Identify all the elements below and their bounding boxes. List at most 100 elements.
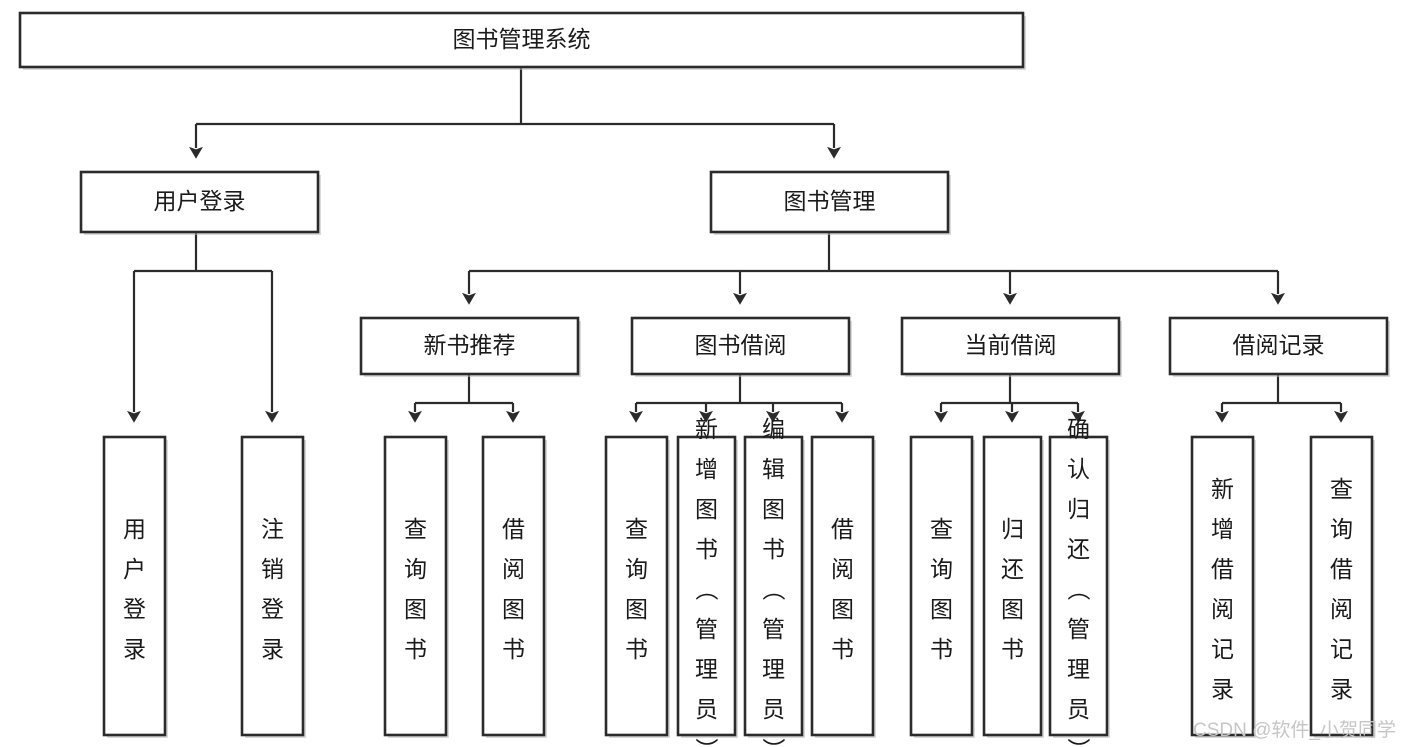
- svg-text:认: 认: [1067, 456, 1090, 482]
- node-book-borrow-box[interactable]: [630, 316, 851, 376]
- svg-text:图: 图: [930, 596, 953, 622]
- node-leaf-query-book-1-box[interactable]: [383, 435, 448, 737]
- svg-text:借: 借: [831, 516, 854, 542]
- svg-text:图: 图: [762, 496, 785, 522]
- node-layer: 图书管理系统用户登录图书管理新书推荐图书借阅当前借阅借阅记录用户登录注销登录查询…: [18, 11, 1390, 747]
- svg-text:（: （: [761, 578, 787, 601]
- node-book-management[interactable]: 图书管理: [709, 170, 951, 235]
- svg-text:书: 书: [695, 536, 718, 562]
- svg-text:还: 还: [1001, 556, 1024, 582]
- node-leaf-logout-box[interactable]: [240, 435, 305, 737]
- svg-text:查: 查: [404, 516, 427, 542]
- svg-text:图: 图: [404, 596, 427, 622]
- svg-text:图: 图: [502, 596, 525, 622]
- node-new-book-recommend-box[interactable]: [359, 316, 580, 376]
- node-book-borrow[interactable]: 图书借阅: [630, 316, 852, 377]
- node-user-login[interactable]: 用户登录: [79, 170, 321, 235]
- csdn-watermark: CSDN @软件_小贺同学: [1193, 719, 1396, 741]
- svg-text:阅: 阅: [502, 556, 525, 582]
- node-leaf-user-login[interactable]: 用户登录: [102, 435, 168, 738]
- svg-text:录: 录: [1211, 676, 1234, 702]
- svg-text:理: 理: [762, 656, 785, 682]
- svg-text:销: 销: [261, 556, 284, 582]
- node-book-management-box[interactable]: [709, 170, 950, 234]
- node-leaf-borrow-book-2-box[interactable]: [810, 435, 875, 737]
- node-leaf-add-borrow-record-box[interactable]: [1190, 435, 1255, 737]
- svg-text:管: 管: [695, 616, 718, 642]
- svg-text:）: ）: [761, 738, 787, 747]
- svg-text:借: 借: [1211, 556, 1234, 582]
- svg-text:录: 录: [1330, 676, 1353, 702]
- node-current-borrow-box[interactable]: [900, 316, 1121, 376]
- node-leaf-user-login-box[interactable]: [102, 435, 167, 737]
- svg-text:借: 借: [502, 516, 525, 542]
- svg-text:新: 新: [1211, 476, 1234, 502]
- svg-text:归: 归: [1001, 516, 1024, 542]
- svg-text:用: 用: [123, 516, 146, 542]
- svg-text:书: 书: [831, 636, 854, 662]
- svg-text:询: 询: [930, 556, 953, 582]
- node-leaf-user-login-label: 用户登录: [123, 516, 146, 662]
- node-leaf-return-book-box[interactable]: [982, 435, 1043, 737]
- svg-text:管: 管: [1067, 616, 1090, 642]
- node-leaf-query-book-2-box[interactable]: [604, 435, 669, 737]
- svg-text:书: 书: [404, 636, 427, 662]
- node-new-book-recommend-label: 新书推荐: [424, 332, 516, 358]
- node-root-box[interactable]: [18, 11, 1025, 69]
- svg-text:阅: 阅: [1211, 596, 1234, 622]
- node-borrow-record-label: 借阅记录: [1233, 332, 1325, 358]
- edge-layer: [127, 67, 1348, 423]
- node-leaf-edit-book-admin-box[interactable]: [743, 435, 804, 737]
- node-leaf-borrow-book-1-box[interactable]: [481, 435, 546, 737]
- svg-text:增: 增: [1211, 516, 1234, 542]
- svg-text:录: 录: [261, 636, 284, 662]
- svg-text:录: 录: [123, 636, 146, 662]
- node-leaf-query-book-3-box[interactable]: [909, 435, 974, 737]
- node-current-borrow[interactable]: 当前借阅: [900, 316, 1122, 377]
- svg-text:员: 员: [695, 696, 718, 722]
- svg-text:登: 登: [261, 596, 284, 622]
- svg-text:图: 图: [625, 596, 648, 622]
- svg-text:还: 还: [1067, 536, 1090, 562]
- node-leaf-confirm-return-box[interactable]: [1048, 435, 1109, 737]
- svg-text:询: 询: [1330, 516, 1353, 542]
- node-borrow-record-box[interactable]: [1168, 316, 1389, 376]
- svg-text:确: 确: [1067, 416, 1090, 442]
- svg-text:员: 员: [1067, 696, 1090, 722]
- node-borrow-record[interactable]: 借阅记录: [1168, 316, 1390, 377]
- svg-text:（: （: [694, 578, 720, 601]
- node-root[interactable]: 图书管理系统: [18, 11, 1026, 70]
- svg-text:员: 员: [762, 696, 785, 722]
- node-leaf-add-book-admin-box[interactable]: [676, 435, 737, 737]
- node-leaf-query-borrow-record-box[interactable]: [1309, 435, 1374, 737]
- svg-text:书: 书: [1001, 636, 1024, 662]
- node-new-book-recommend[interactable]: 新书推荐: [359, 316, 581, 377]
- node-user-login-box[interactable]: [79, 170, 320, 234]
- svg-text:书: 书: [625, 636, 648, 662]
